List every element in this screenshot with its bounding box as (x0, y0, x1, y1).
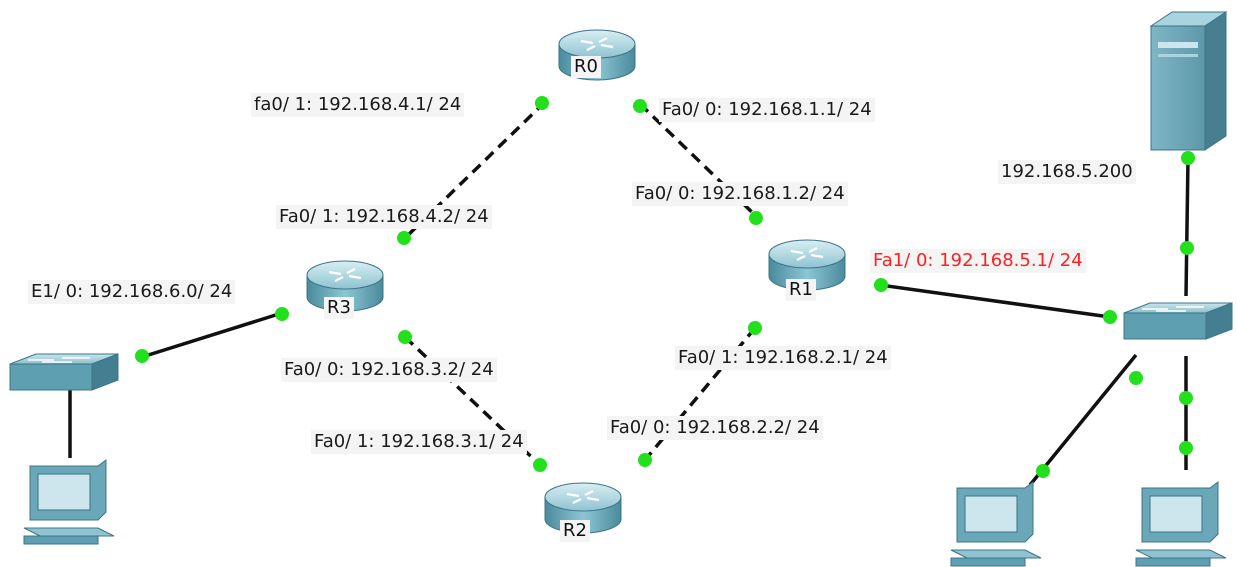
router-r1-label: R1 (786, 279, 816, 301)
label-r1-fa1-0: Fa1/ 0: 192.168.5.1/ 24 (870, 249, 1086, 273)
port-dot (398, 330, 412, 344)
port-dot (1036, 464, 1050, 478)
label-r3-fa0-0: Fa0/ 0: 192.168.3.2/ 24 (281, 358, 497, 382)
port-dot (535, 96, 549, 110)
link-r3-r2 (403, 335, 542, 467)
link-switch-right-pc-left (1028, 353, 1138, 487)
port-dot (1179, 441, 1193, 455)
port-dot (1181, 151, 1195, 165)
label-r1-fa0-1: Fa0/ 1: 192.168.2.1/ 24 (675, 346, 891, 370)
server-icon[interactable] (1149, 11, 1228, 151)
switch-right-icon[interactable] (1123, 302, 1233, 340)
port-dot (749, 211, 763, 225)
port-dot (397, 231, 411, 245)
switch-left-icon[interactable] (9, 353, 119, 391)
link-r1-switch-right (879, 283, 1111, 319)
pc-right-icon[interactable] (1135, 481, 1227, 567)
port-dot (533, 458, 547, 472)
port-dot (1129, 371, 1143, 385)
link-server-switch-right (1184, 157, 1190, 297)
label-r2-fa0-1: Fa0/ 1: 192.168.3.1/ 24 (311, 430, 527, 454)
router-r3-label: R3 (324, 297, 354, 319)
label-r3-e1-0: E1/ 0: 192.168.6.0/ 24 (28, 280, 236, 304)
label-r0-fa0-0: Fa0/ 0: 192.168.1.1/ 24 (659, 98, 875, 122)
port-dot (275, 307, 289, 321)
label-server-ip: 192.168.5.200 (998, 160, 1136, 184)
label-r3-fa0-1: Fa0/ 1: 192.168.4.2/ 24 (276, 205, 492, 229)
label-r1-fa0-0: Fa0/ 0: 192.168.1.2/ 24 (632, 182, 848, 206)
port-dot (874, 278, 888, 292)
label-r2-fa0-0: Fa0/ 0: 192.168.2.2/ 24 (607, 416, 823, 440)
port-dot (135, 349, 149, 363)
port-dot (633, 99, 647, 113)
port-dot (748, 321, 762, 335)
port-dot (1103, 310, 1117, 324)
label-r0-fa0-1: fa0/ 1: 192.168.4.1/ 24 (251, 93, 465, 117)
router-r0-label: R0 (571, 56, 601, 78)
pc-left-icon[interactable] (23, 459, 115, 545)
link-r3-switch-left (141, 311, 283, 359)
pc-middle-icon[interactable] (950, 481, 1042, 567)
port-dot (1179, 391, 1193, 405)
router-r2-label: R2 (560, 520, 590, 542)
port-dot (638, 453, 652, 467)
port-dot (1180, 241, 1194, 255)
